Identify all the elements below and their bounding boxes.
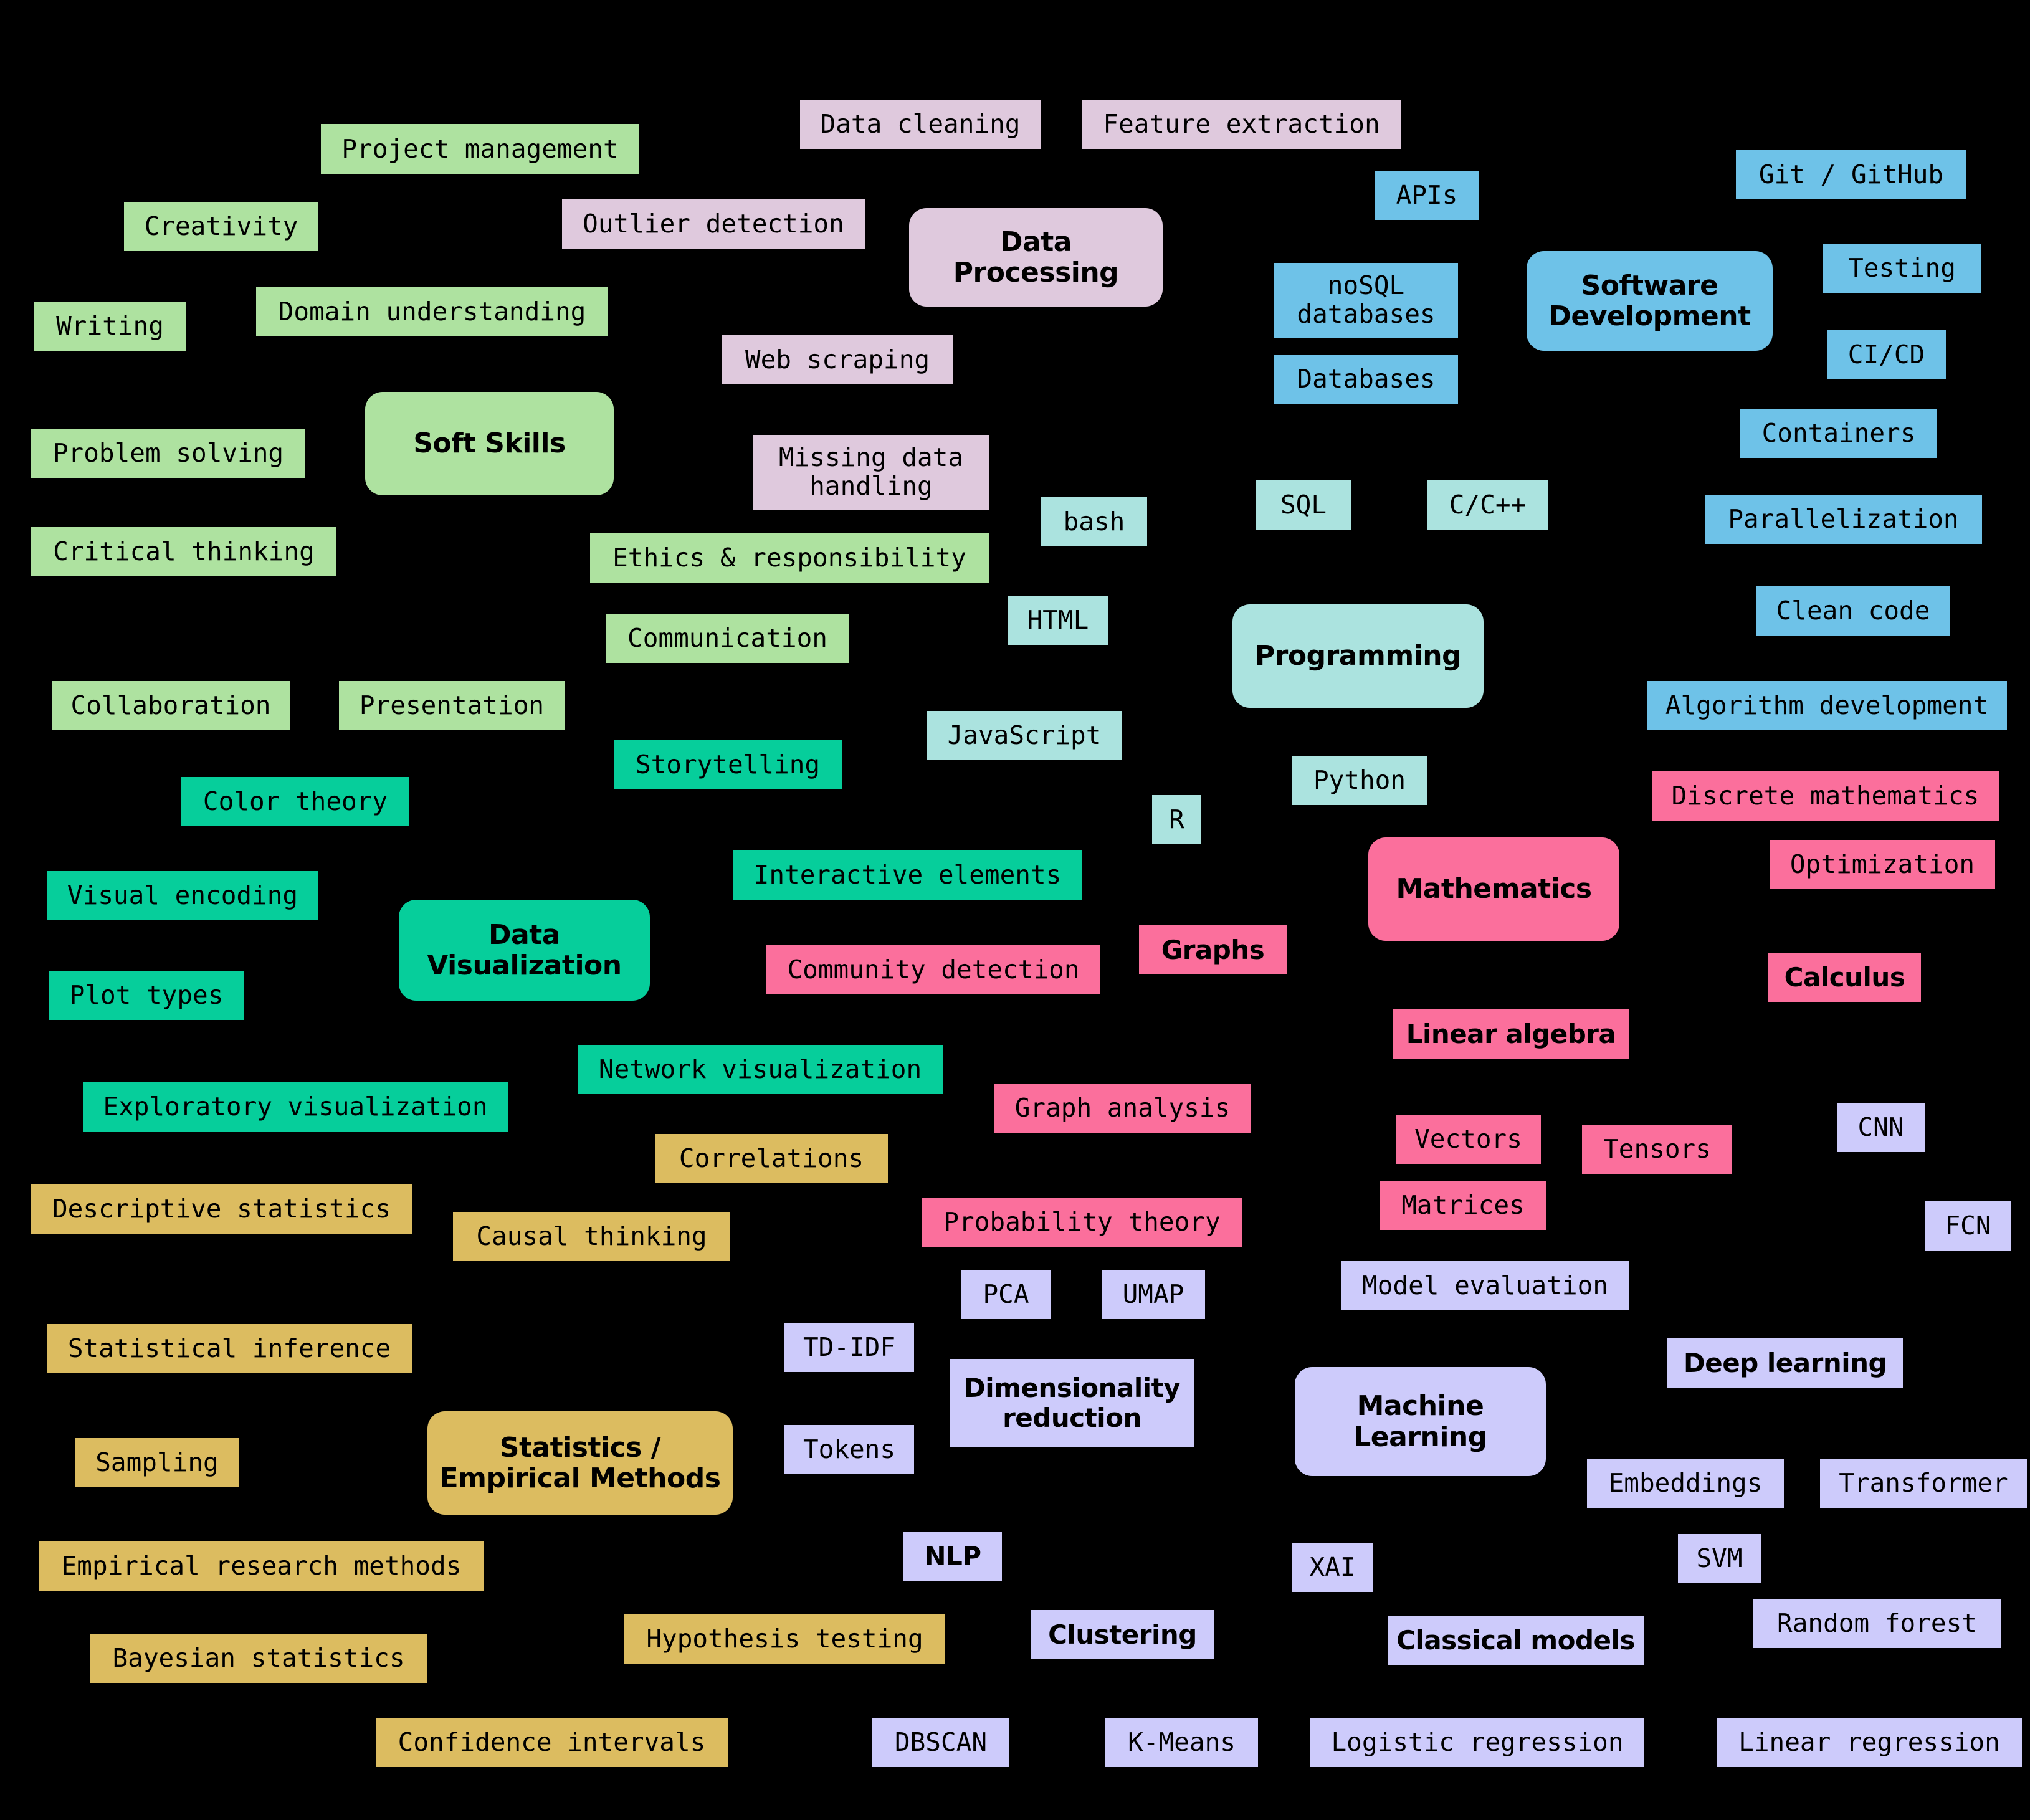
- skill-node-apis[interactable]: APIs: [1375, 171, 1479, 220]
- skill-node-clustering[interactable]: Clustering: [1031, 1610, 1214, 1659]
- skill-node-confidence-intervals[interactable]: Confidence intervals: [376, 1718, 728, 1767]
- skill-node-graph-analysis[interactable]: Graph analysis: [994, 1084, 1251, 1133]
- skill-node-empirical-research-methods[interactable]: Empirical research methods: [39, 1541, 484, 1591]
- skill-node-plot-types[interactable]: Plot types: [49, 971, 244, 1020]
- skill-node-presentation[interactable]: Presentation: [339, 681, 565, 730]
- skill-node-color-theory[interactable]: Color theory: [181, 777, 409, 826]
- skill-node-outlier-detection[interactable]: Outlier detection: [562, 199, 865, 249]
- skill-node-soft-skills[interactable]: Soft Skills: [365, 392, 614, 495]
- skill-node-sql[interactable]: SQL: [1256, 480, 1351, 530]
- skill-node-interactive-elements[interactable]: Interactive elements: [733, 850, 1082, 900]
- skill-node-storytelling[interactable]: Storytelling: [614, 740, 842, 789]
- skill-node-statistical-inference[interactable]: Statistical inference: [47, 1324, 412, 1373]
- skill-node-sampling[interactable]: Sampling: [75, 1438, 239, 1487]
- skill-node-pca[interactable]: PCA: [961, 1270, 1051, 1319]
- skill-node-tokens[interactable]: Tokens: [784, 1425, 914, 1474]
- skill-node-causal-thinking[interactable]: Causal thinking: [453, 1212, 730, 1261]
- skill-node-project-management[interactable]: Project management: [321, 124, 639, 174]
- skill-node-deep-learning[interactable]: Deep learning: [1667, 1338, 1903, 1388]
- skill-node-statistics-empirical-methods[interactable]: Statistics / Empirical Methods: [427, 1411, 733, 1515]
- skill-node-linear-regression[interactable]: Linear regression: [1717, 1718, 2022, 1767]
- skill-node-web-scraping[interactable]: Web scraping: [722, 335, 953, 384]
- skill-node-dbscan[interactable]: DBSCAN: [872, 1718, 1009, 1767]
- skill-node-linear-algebra[interactable]: Linear algebra: [1393, 1009, 1629, 1059]
- skill-node-communication[interactable]: Communication: [606, 614, 849, 663]
- skill-node-ethics-responsibility[interactable]: Ethics & responsibility: [590, 533, 989, 583]
- skill-node-random-forest[interactable]: Random forest: [1753, 1599, 2001, 1648]
- skill-node-k-means[interactable]: K-Means: [1105, 1718, 1258, 1767]
- skill-node-databases[interactable]: Databases: [1274, 355, 1458, 404]
- skill-node-nosql-databases[interactable]: noSQL databases: [1274, 263, 1458, 338]
- skill-node-vectors[interactable]: Vectors: [1396, 1115, 1541, 1164]
- skill-node-exploratory-visualization[interactable]: Exploratory visualization: [83, 1082, 508, 1132]
- skill-node-embeddings[interactable]: Embeddings: [1587, 1459, 1784, 1508]
- skill-node-parallelization[interactable]: Parallelization: [1705, 495, 1982, 544]
- skill-node-missing-data-handling[interactable]: Missing data handling: [753, 435, 989, 510]
- skill-node-hypothesis-testing[interactable]: Hypothesis testing: [624, 1614, 945, 1664]
- skill-node-bash[interactable]: bash: [1041, 497, 1147, 546]
- skill-node-algorithm-development[interactable]: Algorithm development: [1647, 681, 2007, 730]
- skill-node-visual-encoding[interactable]: Visual encoding: [47, 871, 318, 920]
- skill-node-dimensionality-reduction[interactable]: Dimensionality reduction: [950, 1359, 1194, 1447]
- skill-node-td-idf[interactable]: TD-IDF: [784, 1323, 914, 1372]
- skill-node-umap[interactable]: UMAP: [1102, 1270, 1205, 1319]
- skill-node-community-detection[interactable]: Community detection: [766, 945, 1100, 994]
- skill-node-matrices[interactable]: Matrices: [1380, 1181, 1546, 1230]
- skill-node-writing[interactable]: Writing: [34, 302, 186, 351]
- skill-node-transformer[interactable]: Transformer: [1820, 1459, 2027, 1508]
- skill-node-discrete-mathematics[interactable]: Discrete mathematics: [1652, 771, 1999, 821]
- skill-node-c-c[interactable]: C/C++: [1427, 480, 1548, 530]
- skill-node-data-visualization[interactable]: Data Visualization: [399, 900, 650, 1001]
- skill-node-descriptive-statistics[interactable]: Descriptive statistics: [31, 1184, 412, 1234]
- skill-node-testing[interactable]: Testing: [1823, 244, 1981, 293]
- skill-node-python[interactable]: Python: [1292, 756, 1427, 805]
- skill-node-critical-thinking[interactable]: Critical thinking: [31, 527, 336, 576]
- skill-node-git-github[interactable]: Git / GitHub: [1736, 150, 1966, 199]
- skill-node-cnn[interactable]: CNN: [1837, 1103, 1925, 1152]
- skill-node-classical-models[interactable]: Classical models: [1388, 1616, 1644, 1665]
- skill-node-network-visualization[interactable]: Network visualization: [578, 1045, 943, 1094]
- skill-node-feature-extraction[interactable]: Feature extraction: [1082, 100, 1401, 149]
- skill-node-graphs[interactable]: Graphs: [1139, 925, 1287, 974]
- skill-node-creativity[interactable]: Creativity: [124, 202, 318, 251]
- skill-node-software-development[interactable]: Software Development: [1527, 251, 1773, 351]
- skill-node-domain-understanding[interactable]: Domain understanding: [256, 287, 608, 336]
- skill-node-correlations[interactable]: Correlations: [655, 1134, 888, 1183]
- skill-node-html[interactable]: HTML: [1008, 596, 1108, 645]
- skill-node-xai[interactable]: XAI: [1292, 1543, 1373, 1592]
- skill-node-fcn[interactable]: FCN: [1925, 1201, 2011, 1251]
- skill-node-logistic-regression[interactable]: Logistic regression: [1310, 1718, 1644, 1767]
- skill-node-clean-code[interactable]: Clean code: [1756, 586, 1950, 636]
- skill-node-nlp[interactable]: NLP: [903, 1532, 1002, 1581]
- skill-node-mathematics[interactable]: Mathematics: [1368, 837, 1619, 941]
- skill-node-machine-learning[interactable]: Machine Learning: [1295, 1367, 1546, 1476]
- skill-node-r[interactable]: R: [1152, 795, 1201, 844]
- skill-node-ci-cd[interactable]: CI/CD: [1827, 330, 1946, 379]
- skill-node-data-processing[interactable]: Data Processing: [909, 208, 1163, 307]
- skill-node-svm[interactable]: SVM: [1678, 1534, 1761, 1583]
- skill-node-optimization[interactable]: Optimization: [1770, 840, 1995, 889]
- skill-node-javascript[interactable]: JavaScript: [927, 711, 1122, 760]
- skill-node-containers[interactable]: Containers: [1740, 409, 1937, 458]
- skill-node-probability-theory[interactable]: Probability theory: [922, 1198, 1242, 1247]
- skill-node-calculus[interactable]: Calculus: [1768, 953, 1921, 1002]
- skill-node-problem-solving[interactable]: Problem solving: [31, 429, 305, 478]
- skill-node-tensors[interactable]: Tensors: [1582, 1125, 1732, 1174]
- skill-node-data-cleaning[interactable]: Data cleaning: [800, 100, 1041, 149]
- skill-node-programming[interactable]: Programming: [1232, 604, 1484, 708]
- skill-node-bayesian-statistics[interactable]: Bayesian statistics: [90, 1634, 427, 1683]
- skill-node-collaboration[interactable]: Collaboration: [52, 681, 290, 730]
- skill-node-model-evaluation[interactable]: Model evaluation: [1341, 1261, 1629, 1310]
